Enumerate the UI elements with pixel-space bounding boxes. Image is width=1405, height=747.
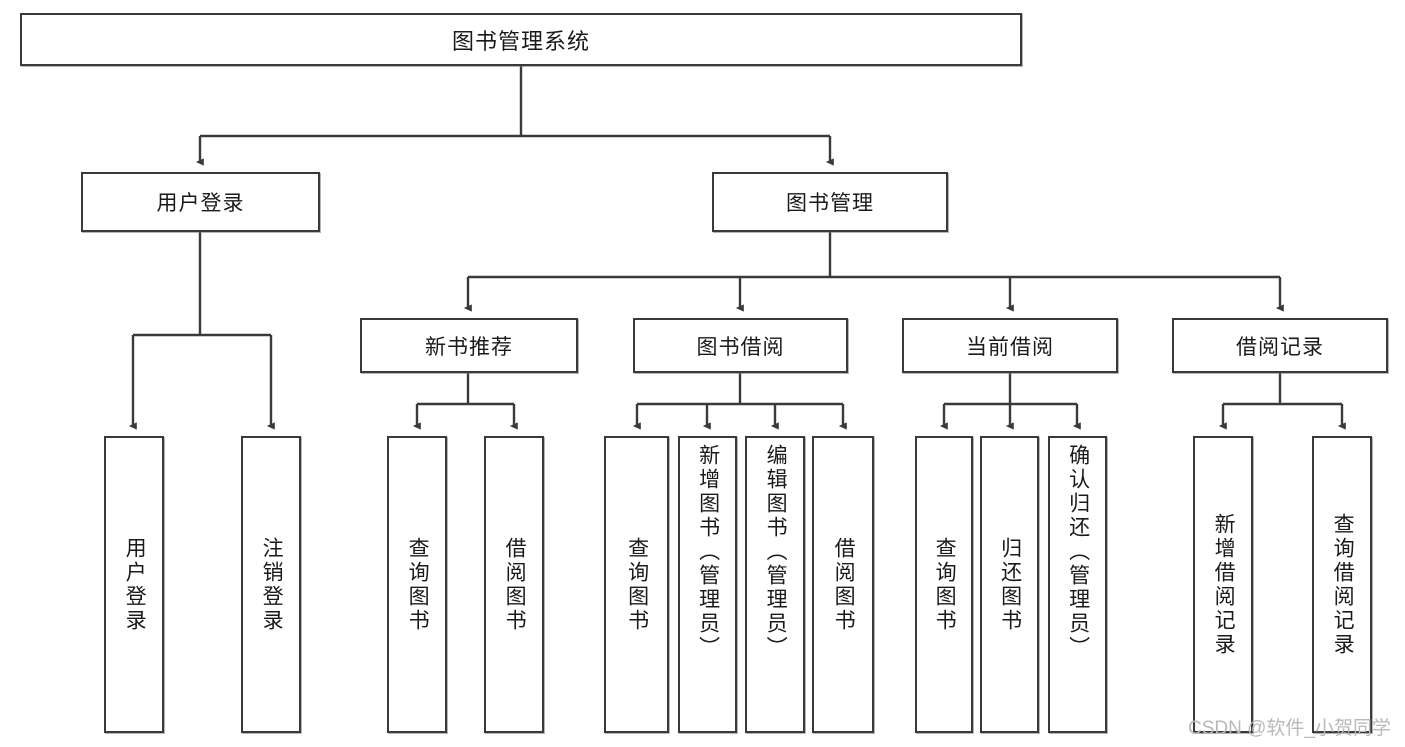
node-book-manage[interactable]: 图书管理 (712, 172, 948, 232)
leaf-confirm-return-admin[interactable]: 确认归还（管理员） (1048, 436, 1107, 733)
leaf-add-book-admin[interactable]: 新增图书（管理员） (678, 436, 737, 733)
edge-current-borrow-to-leaves (939, 373, 1081, 430)
node-current-borrow[interactable]: 当前借阅 (902, 318, 1118, 373)
edge-new-book-rec-to-leaves (412, 373, 518, 430)
leaf-borrow-book-recommend[interactable]: 借阅图书 (484, 436, 544, 733)
node-new-book-recommend[interactable]: 新书推荐 (360, 318, 578, 373)
edge-book-borrow-to-leaves (632, 373, 847, 430)
edge-borrow-record-to-leaves (1218, 373, 1346, 430)
leaf-query-book-recommend[interactable]: 查询图书 (387, 436, 447, 733)
leaf-add-borrow-record[interactable]: 新增借阅记录 (1193, 436, 1253, 733)
edge-book-manage-to-level3 (463, 232, 1284, 312)
leaf-query-book-borrow[interactable]: 查询图书 (604, 436, 669, 733)
node-book-borrow[interactable]: 图书借阅 (633, 318, 848, 373)
edge-root-to-level2 (195, 66, 834, 166)
leaf-borrow-book[interactable]: 借阅图书 (812, 436, 874, 733)
node-borrow-record[interactable]: 借阅记录 (1172, 318, 1388, 373)
leaf-query-borrow-record[interactable]: 查询借阅记录 (1312, 436, 1372, 733)
leaf-user-logout[interactable]: 注销登录 (241, 436, 301, 733)
node-root-system[interactable]: 图书管理系统 (20, 13, 1022, 66)
leaf-edit-book-admin[interactable]: 编辑图书（管理员） (745, 436, 805, 733)
leaf-return-book[interactable]: 归还图书 (980, 436, 1039, 733)
leaf-query-book-current[interactable]: 查询图书 (915, 436, 973, 733)
leaf-user-login[interactable]: 用户登录 (104, 436, 164, 733)
node-user-login[interactable]: 用户登录 (81, 172, 320, 232)
edge-user-login-to-leaves (128, 232, 275, 430)
